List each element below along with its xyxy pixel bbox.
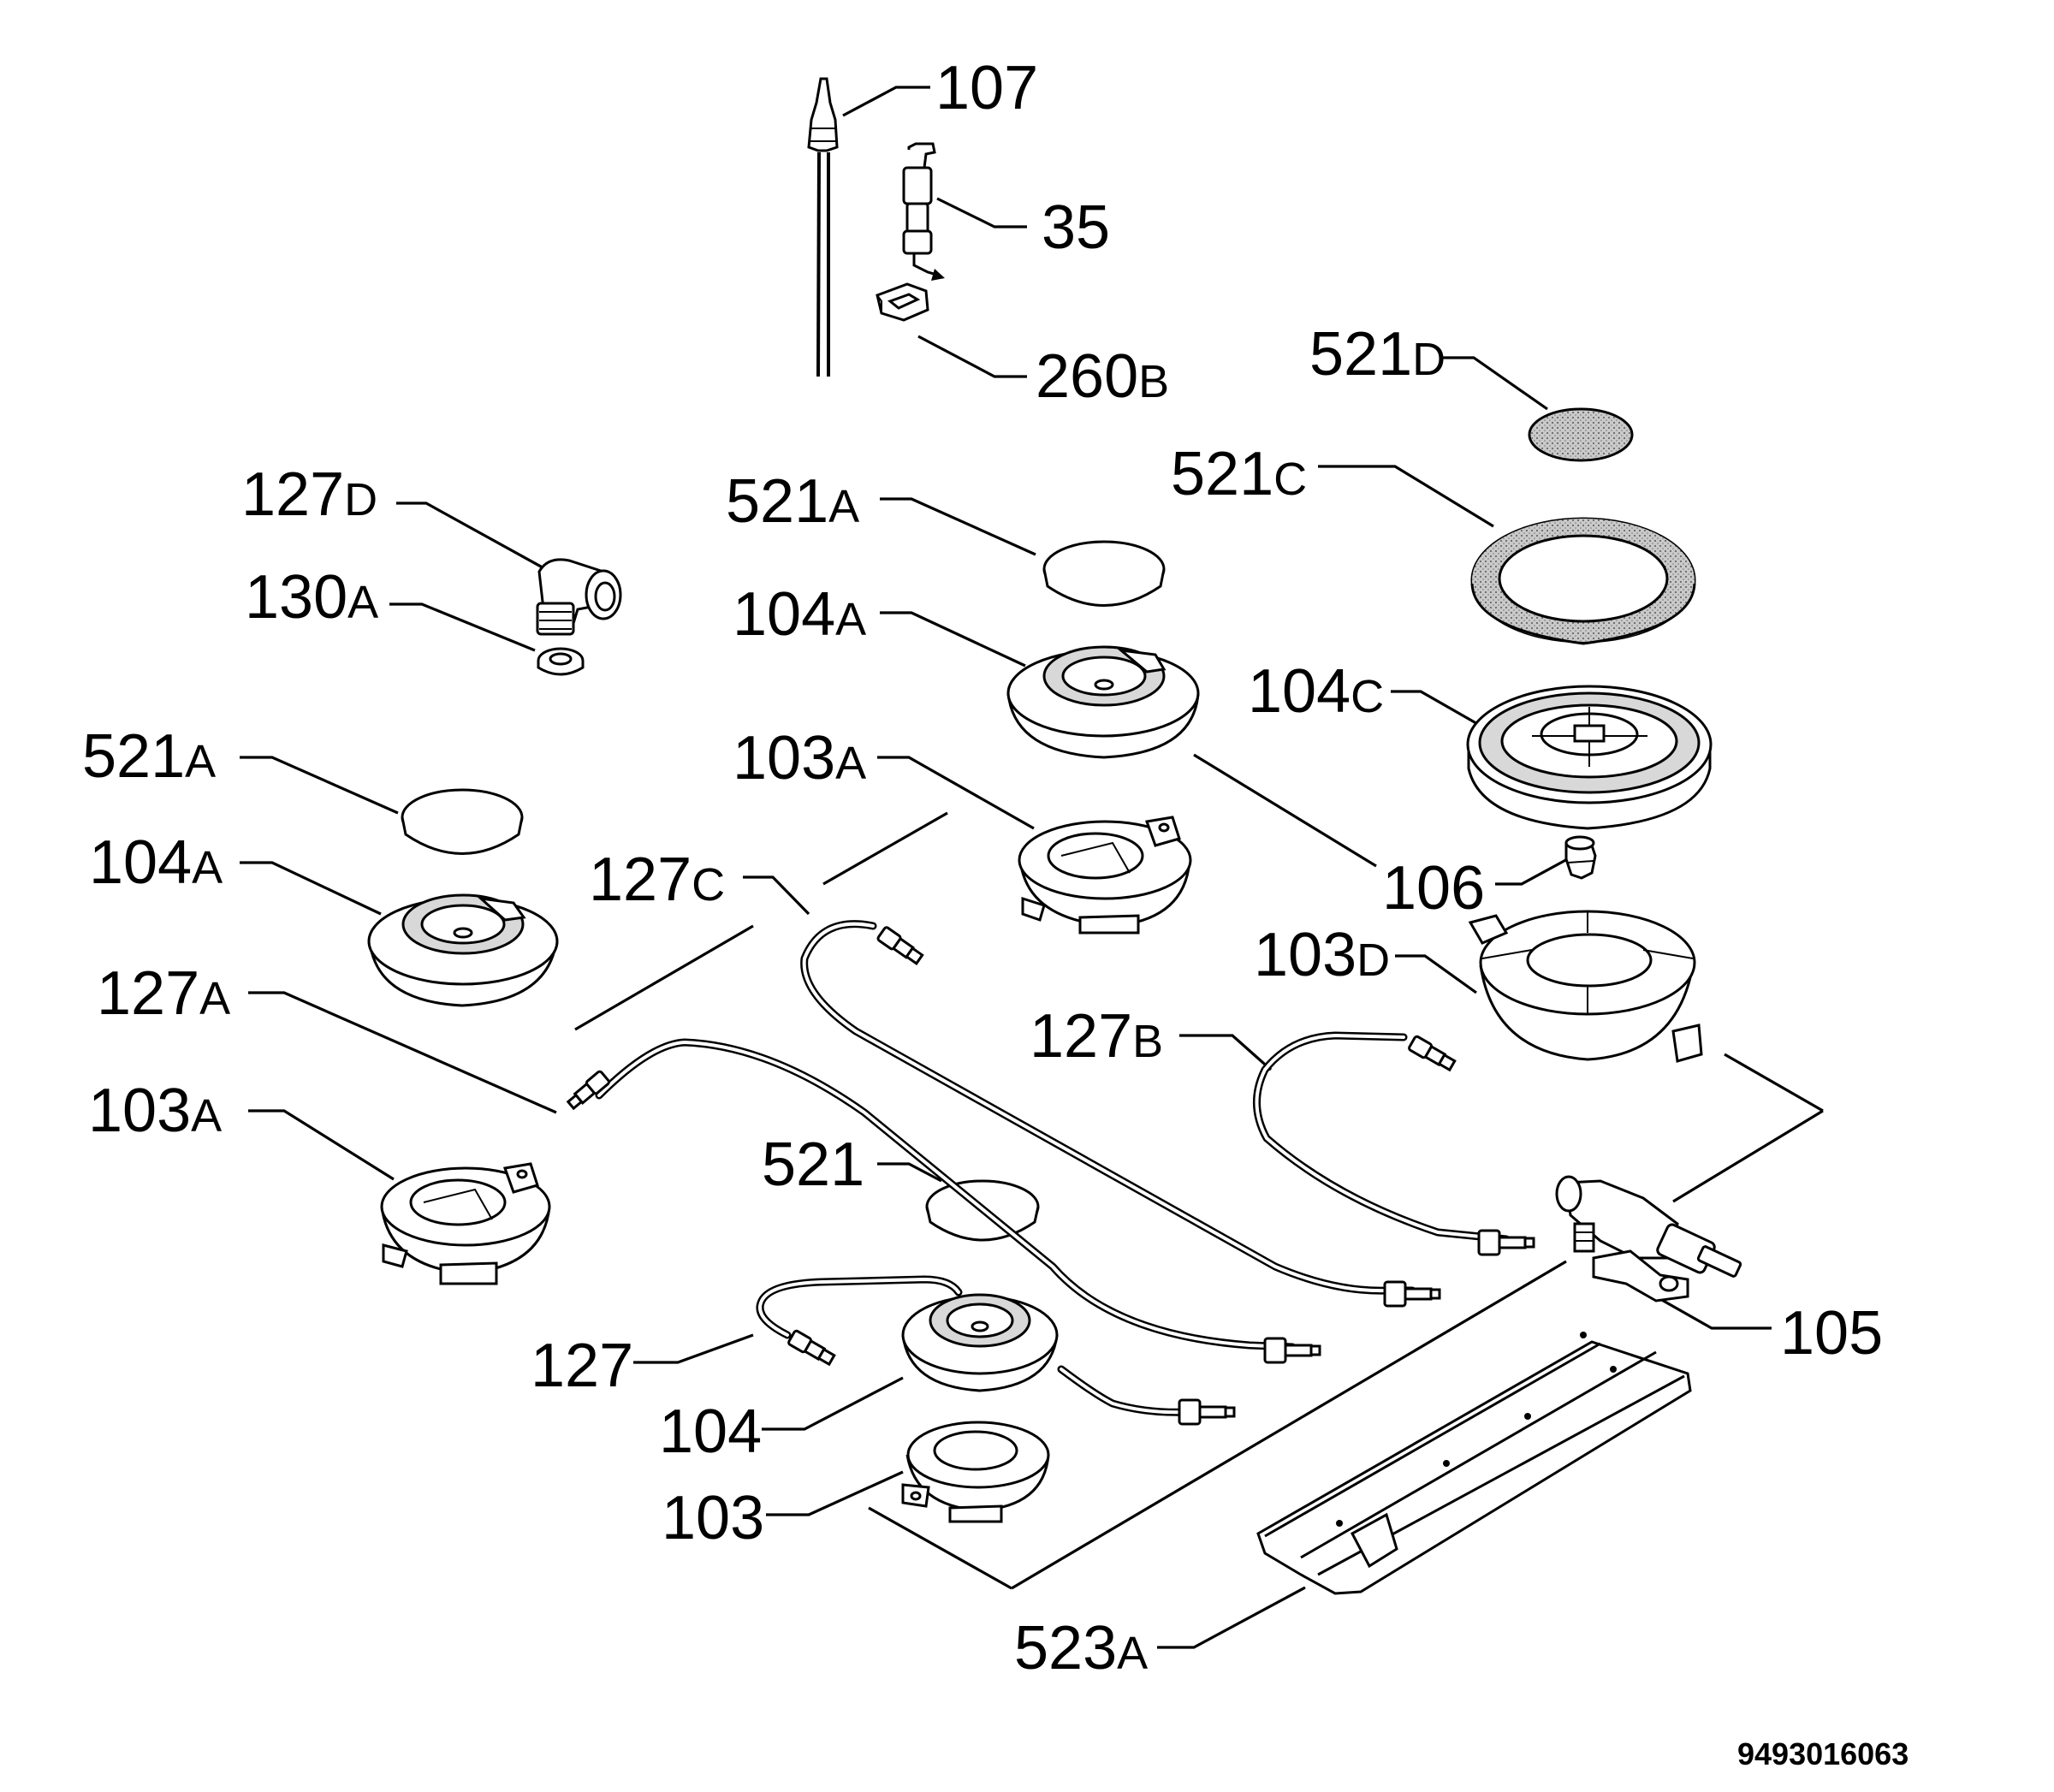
callout-127: 127 [531,1332,633,1400]
pipe-fittings [566,926,1535,1426]
small-cap-521d-part [1528,407,1634,462]
burner-base-103a-left-part [380,1162,551,1285]
callout-521: 521 [762,1130,864,1199]
callout-521a-left: 521A [82,722,216,791]
callout-103a-left: 103A [88,1077,222,1145]
leader-lines [240,86,1772,1649]
burner-crown-104a-top-part [1006,645,1200,759]
callout-130a: 130A [245,563,378,632]
diagram-code: 9493016063 [1737,1736,1909,1771]
elbow-fitting-127d-part [536,558,622,636]
callout-127d: 127D [241,460,377,529]
burner-crown-104a-left-part [367,893,559,1007]
callout-103: 103 [662,1484,764,1552]
ring-cap-521c-part [1470,517,1696,645]
burner-crown-104-part [901,1293,1059,1392]
callout-127b: 127B [1030,1002,1163,1071]
electrode-clip-part [876,282,929,322]
callout-521d: 521D [1309,320,1446,389]
callout-104a-left: 104A [89,828,223,897]
callout-127a: 127A [97,959,230,1028]
gas-valve-105-part [1555,1175,1742,1302]
callout-521c: 521C [1171,440,1307,508]
burner-base-103-part [901,1421,1050,1523]
callout-labels: 107 35 260B 521D 521C 127D 130A 521A 104… [82,54,1909,1771]
thermocouple-probe-part [807,77,839,377]
large-burner-base-103d-part [1468,910,1703,1063]
callout-104: 104 [659,1397,762,1466]
callout-106: 106 [1382,854,1485,923]
ignition-electrode-part [902,142,945,281]
burner-cap-521a-left-part [401,788,524,855]
large-crown-104c-part [1466,685,1713,830]
manifold-rail-523a-part [1256,1332,1692,1595]
callout-107: 107 [935,54,1038,122]
callout-105: 105 [1780,1299,1883,1368]
callout-523a: 523A [1014,1614,1148,1682]
callout-103a-top: 103A [733,724,866,792]
callout-127c: 127C [589,846,725,914]
assembly-guide-lines [574,753,1824,1590]
callout-35: 35 [1042,193,1110,262]
washer-130a-part [537,647,585,676]
gas-pipes [595,920,1511,1416]
callout-104c: 104C [1248,657,1384,726]
callout-104a-top: 104A [733,580,866,649]
injector-106-part [1564,835,1597,880]
callout-260b: 260B [1036,342,1169,411]
burner-base-103a-top-part [1018,816,1192,935]
burner-cap-521a-top-part [1042,540,1166,607]
callout-521a-top: 521A [726,467,859,536]
callout-103d: 103D [1254,921,1390,989]
